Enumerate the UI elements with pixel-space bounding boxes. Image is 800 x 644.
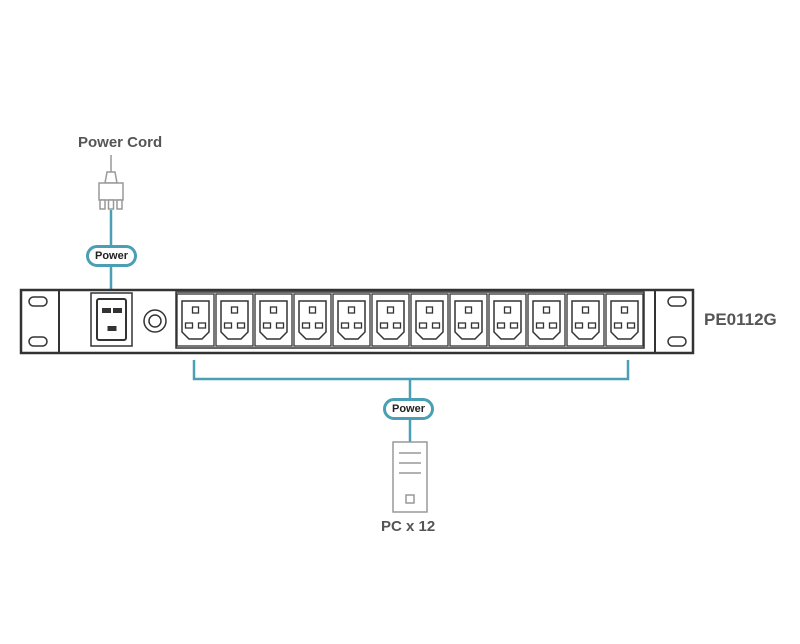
mount-slot <box>28 296 48 307</box>
outlet-c13 <box>332 293 371 347</box>
power-cord-label: Power Cord <box>78 134 163 151</box>
power-connection-label-output: Power <box>383 398 435 420</box>
outlet-c13 <box>488 293 527 347</box>
mount-slot <box>667 336 687 347</box>
power-plug-icon <box>98 155 124 210</box>
outlet-group <box>176 293 644 347</box>
outlet-c13 <box>176 293 215 347</box>
outlet-c13 <box>215 293 254 347</box>
mount-slot <box>28 336 48 347</box>
power-connection-label-input: Power <box>86 245 138 267</box>
outlet-panel <box>175 291 645 349</box>
pc-count-label: PC x 12 <box>381 518 436 535</box>
outlet-c13 <box>371 293 410 347</box>
outlet-c13 <box>254 293 293 347</box>
power-inlet <box>90 292 133 347</box>
mount-slot <box>667 296 687 307</box>
outlet-c13 <box>527 293 566 347</box>
circuit-breaker <box>143 309 167 333</box>
outlet-c13 <box>605 293 644 347</box>
outlet-c13 <box>566 293 605 347</box>
outlet-c13 <box>449 293 488 347</box>
outlet-c13 <box>293 293 332 347</box>
pc-tower-icon <box>392 441 428 513</box>
model-label: PE0112G <box>704 310 777 329</box>
pdu-chassis <box>19 288 695 355</box>
outlet-c13 <box>410 293 449 347</box>
